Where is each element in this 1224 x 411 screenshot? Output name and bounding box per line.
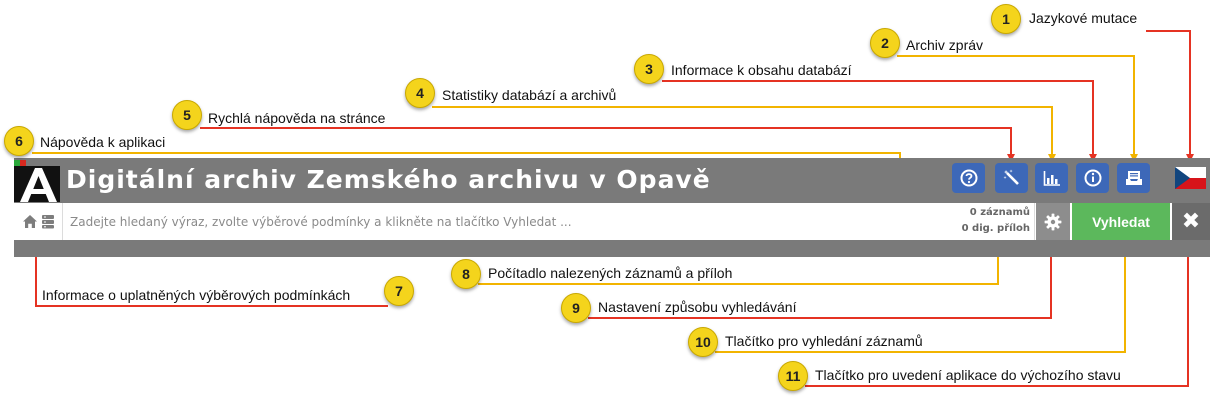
bar-chart-icon — [1043, 171, 1060, 186]
callout-label-6: Nápověda k aplikaci — [40, 134, 166, 150]
callout-label-10: Tlačítko pro vyhledání záznamů — [725, 333, 923, 349]
app-title: Digitální archiv Zemského archivu v Opav… — [66, 165, 711, 194]
help-button[interactable] — [952, 163, 985, 193]
database-info-button[interactable] — [1076, 163, 1109, 193]
callout-badge-3: 3 — [634, 54, 664, 84]
connector-2 — [897, 55, 1138, 162]
info-circle-icon — [1084, 169, 1101, 187]
callout-label-4: Statistiky databází a archivů — [442, 87, 617, 103]
connector-1 — [1146, 30, 1194, 162]
magic-wand-icon — [1002, 169, 1019, 185]
news-archive-button[interactable] — [1117, 163, 1150, 193]
connector-11 — [805, 243, 1192, 387]
callout-badge-7: 7 — [384, 276, 414, 306]
callout-badge-4: 4 — [405, 78, 435, 108]
callout-label-11: Tlačítko pro uvedení aplikace do výchozí… — [815, 367, 1121, 383]
archive-tray-icon — [1125, 171, 1142, 185]
callout-label-3: Informace k obsahu databází — [671, 62, 852, 78]
callout-label-9: Nastavení způsobu vyhledávání — [598, 299, 797, 315]
database-icon — [41, 215, 54, 229]
callout-label-8: Počítadlo nalezených záznamů a příloh — [488, 265, 733, 281]
app-logo[interactable] — [14, 160, 60, 202]
callout-label-1: Jazykové mutace — [1029, 10, 1138, 26]
quick-help-button[interactable] — [995, 163, 1028, 193]
search-settings-button[interactable] — [1036, 203, 1070, 240]
search-button[interactable]: Vyhledat — [1072, 203, 1170, 240]
reset-button[interactable]: ✖ — [1172, 203, 1210, 240]
connector-3 — [662, 80, 1097, 162]
header-bottom-strip — [14, 240, 1210, 257]
results-counter: 0 záznamů 0 dig. příloh — [940, 205, 1030, 238]
callout-badge-6: 6 — [4, 126, 34, 156]
callout-badge-8: 8 — [451, 259, 481, 289]
callout-label-2: Archiv zpráv — [906, 37, 984, 53]
callout-badge-11: 11 — [778, 361, 808, 391]
callout-badge-1: 1 — [991, 4, 1021, 34]
callout-badge-5: 5 — [172, 100, 202, 130]
gear-icon — [1044, 213, 1062, 230]
applied-conditions-info[interactable] — [14, 203, 63, 240]
records-count: 0 záznamů — [969, 207, 1030, 218]
attachments-count: 0 dig. příloh — [961, 223, 1030, 234]
connector-5 — [200, 127, 1015, 162]
callout-label-5: Rychlá nápověda na stránce — [208, 110, 386, 126]
czech-flag-icon[interactable] — [1175, 167, 1206, 189]
connector-4 — [432, 106, 1056, 162]
home-icon — [22, 215, 37, 228]
callout-badge-9: 9 — [561, 293, 591, 323]
divider — [1034, 203, 1035, 240]
callout-label-7: Informace o uplatněných výběrových podmí… — [42, 287, 351, 303]
callout-badge-10: 10 — [688, 327, 718, 357]
callout-badge-2: 2 — [870, 28, 900, 58]
search-input[interactable] — [64, 203, 944, 240]
close-icon: ✖ — [1181, 209, 1201, 234]
question-circle-icon — [960, 169, 977, 187]
statistics-button[interactable] — [1035, 163, 1068, 193]
